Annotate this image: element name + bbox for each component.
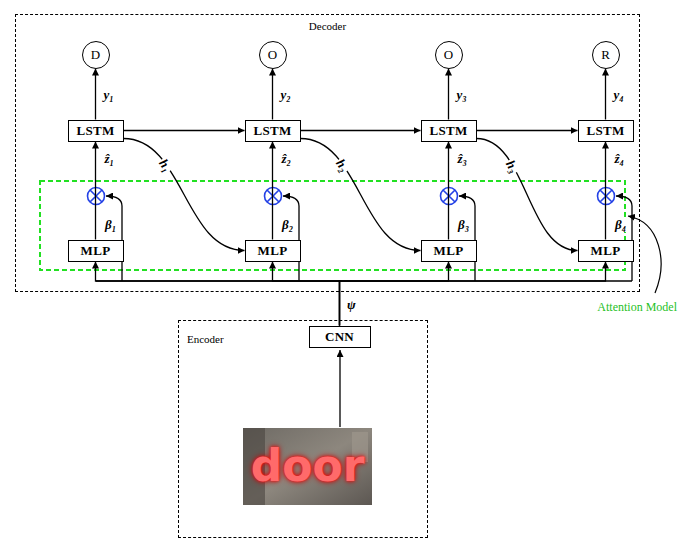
edge-label: ẑ₃: [457, 152, 469, 166]
edge-label-box: h₃: [502, 155, 524, 176]
output-circle: R: [592, 41, 620, 69]
feature-arrow: [340, 262, 606, 326]
output-circle: O: [435, 41, 463, 69]
node-text: MLP: [81, 244, 111, 257]
edge-label: h₃: [503, 157, 522, 176]
edge-label: y₃: [456, 88, 468, 102]
node-text: O: [444, 48, 453, 61]
edge-label-box: ẑ₄: [614, 149, 626, 167]
edge-label-box: y₄: [613, 85, 625, 103]
context-arrow: [272, 142, 273, 240]
edge-label-box: y₁: [103, 85, 115, 103]
node-text: Decoder: [309, 20, 346, 33]
label-box: β₂: [281, 215, 294, 233]
label-box: β₃: [457, 215, 470, 233]
edge-label: ẑ₂: [281, 152, 293, 166]
edge-label-box: ẑ₂: [281, 149, 293, 167]
edge-label-box: y₂: [280, 85, 292, 103]
label-box: door: [251, 442, 365, 490]
weight-label: β₁: [104, 218, 117, 232]
image-arrow: [339, 350, 340, 427]
output-arrow: [605, 69, 606, 120]
photo-text: door: [251, 442, 365, 490]
edge-label-box: ẑ₁: [104, 149, 116, 167]
context-arrow: [448, 142, 449, 240]
context-arrow: [95, 142, 96, 240]
feature-label: ψ: [346, 298, 357, 312]
edge-label: h₂: [332, 156, 351, 175]
edge-label: ẑ₁: [104, 152, 116, 166]
lstm-box: LSTM: [245, 120, 301, 142]
edge-label: h₁: [156, 155, 175, 174]
node-text: D: [91, 48, 100, 61]
edge-label: y₂: [280, 88, 292, 102]
label-box: ψ: [346, 295, 357, 313]
feature-arrow: [96, 262, 340, 326]
recurrent-arrow: [301, 130, 421, 131]
node-text: LSTM: [76, 124, 114, 137]
hidden-state-arrow: [477, 139, 578, 251]
cnn-box: CNN: [309, 326, 371, 348]
encoder-frame: Encoder CNN: [178, 320, 428, 538]
node-text: CNN: [325, 330, 354, 343]
edge-label-box: ẑ₃: [457, 149, 469, 167]
node-text: MLP: [258, 244, 288, 257]
lstm-box: LSTM: [578, 120, 634, 142]
weight-label: β₂: [281, 218, 294, 232]
edge-label: ẑ₄: [614, 152, 626, 166]
mlp-box: MLP: [245, 240, 301, 262]
mlp-box: MLP: [421, 240, 477, 262]
node-text: Encoder: [187, 333, 224, 346]
output-circle: O: [259, 41, 287, 69]
mlp-box: MLP: [68, 240, 124, 262]
multiply-symbols: [88, 188, 615, 205]
label-box: Attention Model: [597, 297, 677, 315]
lstm-box: LSTM: [421, 120, 477, 142]
lstm-box: LSTM: [68, 120, 124, 142]
label-box: β₄: [614, 215, 627, 233]
hidden-state-arrow: [301, 139, 421, 251]
node-text: R: [601, 48, 610, 61]
weight-label: β₃: [457, 218, 470, 232]
attention-region: [40, 181, 625, 270]
mlp-box: MLP: [578, 240, 634, 262]
label-box: β₁: [104, 215, 117, 233]
hidden-state-arrow: [124, 139, 245, 251]
edge-label-box: h₂: [332, 154, 355, 176]
node-text: MLP: [591, 244, 621, 257]
recurrent-arrow: [477, 130, 578, 131]
node-text: LSTM: [253, 124, 291, 137]
feature-arrow: [273, 262, 340, 326]
node-text: MLP: [434, 244, 464, 257]
node-text: LSTM: [586, 124, 624, 137]
context-arrow: [605, 142, 606, 240]
output-arrow: [448, 69, 449, 120]
weight-label: β₄: [614, 218, 627, 232]
edge-label: y₄: [613, 88, 625, 102]
edge-label-box: h₁: [155, 154, 178, 176]
output-arrow: [95, 69, 96, 120]
node-text: O: [268, 48, 277, 61]
node-text: LSTM: [429, 124, 467, 137]
edge-label: y₁: [103, 88, 115, 102]
callout-label: Attention Model: [597, 300, 677, 314]
output-arrow: [272, 69, 273, 120]
recurrent-arrow: [124, 130, 245, 131]
edge-label-box: y₃: [456, 85, 468, 103]
feature-arrow: [340, 262, 449, 326]
output-circle: D: [82, 41, 110, 69]
input-photo: [243, 428, 372, 505]
